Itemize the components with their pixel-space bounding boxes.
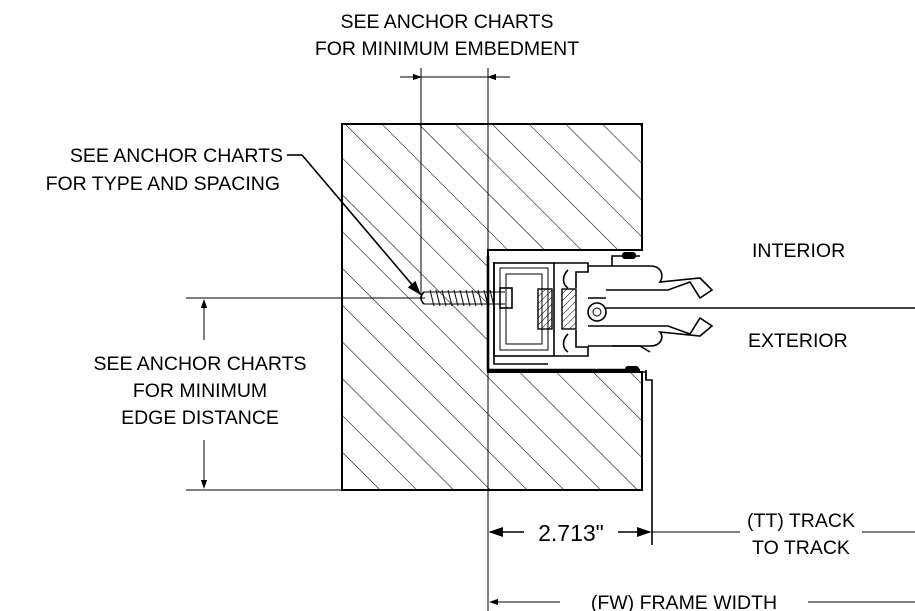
- frame-width-label: (FW) FRAME WIDTH: [591, 592, 777, 611]
- edge-distance-dimension: [186, 297, 425, 491]
- track-to-track-label-line1: (TT) TRACK: [747, 510, 855, 532]
- embedment-dimension: [400, 68, 510, 296]
- embedment-label-line1: SEE ANCHOR CHARTS: [340, 11, 553, 33]
- bottom-dimensions: [487, 370, 915, 611]
- frame-profile: [486, 252, 915, 545]
- type-spacing-label: SEE ANCHOR CHARTS FOR TYPE AND SPACING: [46, 145, 283, 195]
- embedment-label-line2: FOR MINIMUM EMBEDMENT: [315, 38, 579, 60]
- masonry-substrate: [341, 123, 643, 491]
- edge-distance-label: SEE ANCHOR CHARTS FOR MINIMUM EDGE DISTA…: [93, 353, 306, 429]
- weatherstrip-top: [622, 252, 636, 259]
- edge-distance-label-line2: FOR MINIMUM: [133, 380, 267, 402]
- track-to-track-label-line2: TO TRACK: [752, 537, 850, 559]
- type-spacing-label-line1: SEE ANCHOR CHARTS: [70, 145, 283, 167]
- frame-offset-dimension: 2.713": [538, 520, 604, 546]
- exterior-label: EXTERIOR: [748, 330, 848, 352]
- edge-distance-label-line1: SEE ANCHOR CHARTS: [93, 353, 306, 375]
- edge-distance-label-line3: EDGE DISTANCE: [121, 407, 279, 429]
- weatherstrip-bottom: [625, 366, 639, 373]
- interior-label: INTERIOR: [752, 240, 845, 262]
- type-spacing-label-line2: FOR TYPE AND SPACING: [46, 173, 280, 195]
- type-spacing-leader: [287, 154, 421, 296]
- embedment-label: SEE ANCHOR CHARTS FOR MINIMUM EMBEDMENT: [315, 11, 579, 60]
- track-to-track-label: (TT) TRACK TO TRACK: [747, 510, 855, 559]
